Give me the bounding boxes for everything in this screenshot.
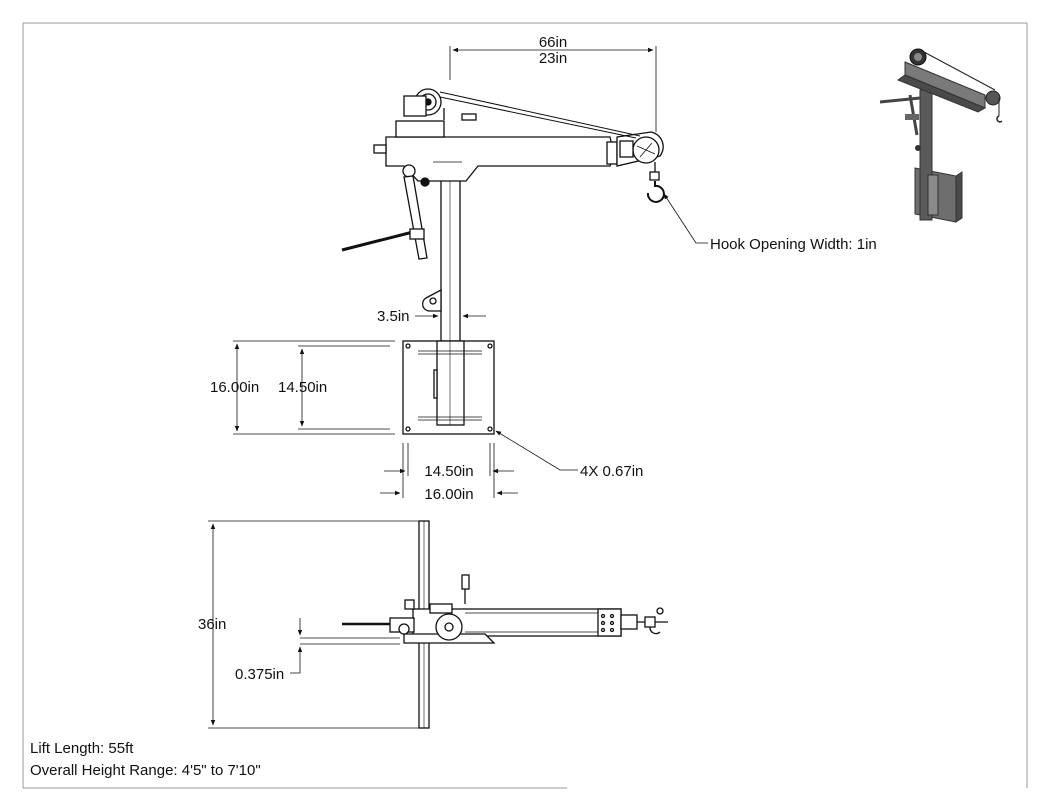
isometric-preview	[879, 48, 1003, 223]
post-bracket	[422, 288, 442, 312]
label-side-offset: 0.375in	[235, 666, 284, 683]
label-post-width: 3.5in	[377, 308, 410, 325]
label-top-width-secondary: 23in	[539, 50, 567, 67]
boom-end-pulley	[616, 131, 664, 167]
label-top-width-primary: 66in	[539, 34, 567, 51]
plan-boom-end	[620, 607, 668, 635]
front-view	[341, 88, 665, 435]
plan-dimensions	[208, 520, 420, 729]
plan-winch	[404, 574, 470, 641]
plan-view	[342, 520, 668, 729]
label-plate-width-outer: 16.00in	[424, 486, 473, 503]
vertical-post	[440, 175, 461, 343]
label-hook-opening: Hook Opening Width: 1in	[710, 236, 877, 253]
note-lift-length: Lift Length: 55ft	[30, 740, 134, 757]
drawing-border	[22, 22, 1028, 789]
winch-drum-icon	[395, 88, 477, 138]
label-plate-height-inner: 14.50in	[278, 379, 327, 396]
label-plate-height-outer: 16.00in	[210, 379, 259, 396]
crane-hook-icon	[646, 162, 665, 203]
label-holes: 4X 0.67in	[580, 463, 643, 480]
winch-cable	[439, 91, 641, 139]
front-dimensions	[233, 46, 708, 498]
base-plate	[402, 340, 495, 435]
boom-pin	[420, 177, 430, 187]
boom-arm	[373, 136, 618, 182]
plan-crank	[342, 617, 415, 635]
label-plate-width-inner: 14.50in	[424, 463, 473, 480]
dimension-labels: 66in 23in Hook Opening Width: 1in 3.5in …	[198, 34, 877, 683]
label-side-height: 36in	[198, 616, 226, 633]
crank-handle	[341, 164, 428, 260]
note-height-range: Overall Height Range: 4'5" to 7'10"	[30, 762, 261, 779]
